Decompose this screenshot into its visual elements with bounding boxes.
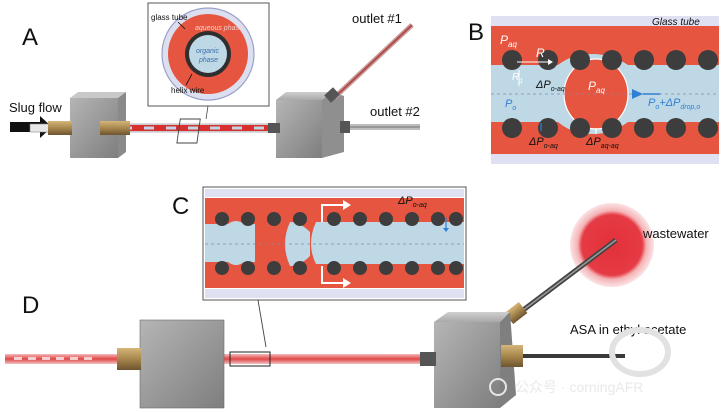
helix-wire-ball [449,212,463,226]
dp-c-label: ΔPo-aq [397,195,427,209]
helix-wire-ball [666,118,686,138]
helix-wire-ball [241,212,255,226]
organic-slug-right [311,222,464,264]
helix-wire-ball [570,118,590,138]
dp-aq-aq-label: ΔPaq-aq [585,136,619,150]
asa-flask [609,327,671,377]
wastewater-label: wastewater [642,226,709,241]
panel-label-b: B [468,19,484,46]
helix-wire-ball [502,50,522,70]
watermark: 公众号 · corningAFR [515,379,643,395]
helix-wire-ball [293,261,307,275]
tube-cross-section-inset: glass tube aqueous phase organic phase h… [147,2,270,107]
main-tube-d [5,354,465,364]
left-fitting-a [48,121,72,135]
panel-a: A glass tube aqueous phase organic phase… [9,2,420,158]
helix-wire-ball [327,212,341,226]
helix-wire-ball [241,261,255,275]
watermark-icon [489,378,507,396]
p-o-plus-drop-label: Po+ΔPdrop,o [648,97,700,111]
helix-wire-ball [215,261,229,275]
slug-flow-label: Slug flow [9,100,62,115]
helix-wire-ball [353,261,367,275]
helix-wire-ball [215,212,229,226]
R-label: R [536,46,545,60]
zoom-box-d [229,351,271,367]
pressure-arrow [632,89,643,99]
helix-wire-ball [666,50,686,70]
helix-wire-ball [634,50,654,70]
right-fitting-a [268,123,280,133]
helix-wire-ball [379,212,393,226]
flow-arrow-top [321,204,343,222]
inset-organic-label-2: phase [198,57,218,64]
inset-helix-wire-label: helix wire [171,86,205,95]
p-o-label: Po [505,98,516,112]
helix-wire-cross-sections-c [215,212,463,275]
left-fitting-a-2 [100,121,130,135]
helix-wire-ball [267,261,281,275]
helix-wire-ball [353,212,367,226]
panel-label-a: A [22,24,38,51]
dp-o-aq-bottom-label: ΔPo-aq [528,136,558,150]
glass-tube-label-b: Glass tube [652,17,700,28]
left-block-d [139,319,225,409]
organic-slug-left [205,221,255,265]
helix-wire-ball [698,50,718,70]
inset-glass-tube-label: glass tube [151,13,188,22]
inset-aqueous-label: aqueous phase [195,25,243,32]
slug-tube-red [80,125,275,131]
helix-wire-ball [431,212,445,226]
helix-wire-ball [698,118,718,138]
right-fitting-d [501,345,523,367]
helix-wire-ball [449,261,463,275]
right-block-a [276,92,344,158]
helix-wire-ball [602,118,622,138]
dp-o-aq-label: ΔPo-aq [535,79,565,93]
inset-organic-label-1: organic [196,48,219,55]
p-aq-center-label: Paq [588,79,605,95]
helix-wire-ball [267,212,281,226]
helix-wire-ball [327,261,341,275]
helix-wire-ball [293,212,307,226]
helix-wire-ball [502,118,522,138]
helix-wire-ball [538,118,558,138]
outlet-1-label: outlet #1 [352,11,402,26]
glass-tube-bottom-wall [491,154,719,164]
p-aq-label: Paq [500,33,517,49]
panel-d: D wastewater ASA in et [5,203,709,409]
panel-c: C ΔPo-aq [172,186,467,348]
R1-label: R1 [512,72,523,85]
helix-wire-ball [431,261,445,275]
helix-wire-ball [634,118,654,138]
helix-wire-ball [602,50,622,70]
outlet-2-label: outlet #2 [370,104,420,119]
inset-zoom-box [176,118,201,144]
panel-label-d: D [22,292,39,319]
panel-b: B Glass tube Paq R R1 ΔPo-aq Paq Po Po+Δ… [468,16,719,164]
panel-label-c: C [172,193,189,220]
helix-wire-ball [570,50,590,70]
helix-wire-ball [405,212,419,226]
glass-tube-top-wall [491,16,719,26]
outlet-1-fitting [324,87,340,103]
helix-wire-ball [405,261,419,275]
helix-wire-ball [379,261,393,275]
flow-arrow-bottom [321,266,343,284]
tube-d-streaks [14,357,92,360]
organic-phase-area [189,35,227,73]
left-fitting-d [117,348,141,370]
helix-wire-cross-sections-b [502,50,718,138]
tube-connector-d [420,352,436,366]
outlet-2-fitting [340,121,350,133]
